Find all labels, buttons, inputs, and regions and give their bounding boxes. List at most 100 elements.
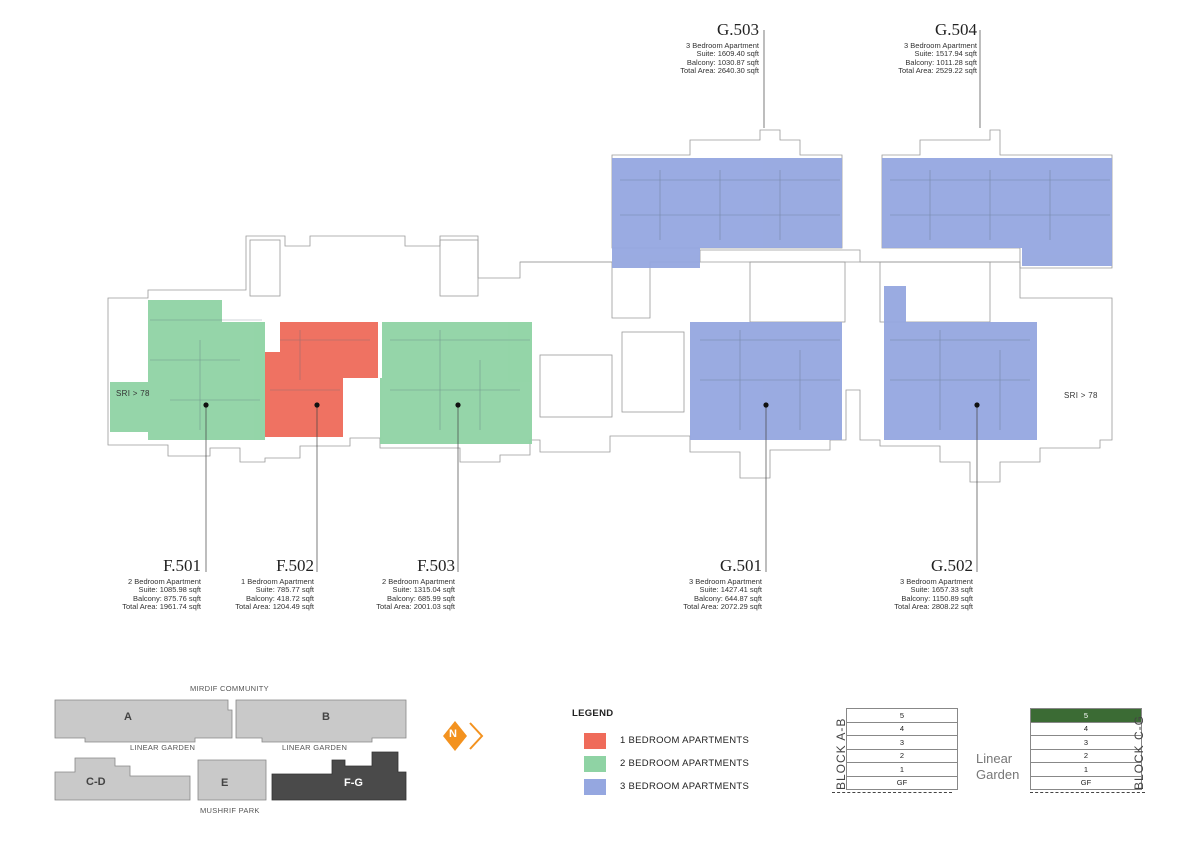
interior-walls xyxy=(150,170,1110,430)
linear-garden-line1: Linear xyxy=(976,751,1013,766)
unit-code: F.502 xyxy=(276,556,314,575)
unit-suite: Suite: 1517.94 sqft xyxy=(914,49,977,59)
floor-cell: GF xyxy=(846,775,958,790)
site-block-a xyxy=(54,699,233,743)
legend-swatch xyxy=(584,755,606,772)
floor-cell: 5 xyxy=(846,708,958,723)
unit-label-f503: F.503 2 Bedroom Apartment Suite: 1315.04… xyxy=(353,556,455,612)
unit-label-g502: G.502 3 Bedroom Apartment Suite: 1657.33… xyxy=(870,556,973,612)
legend-swatch xyxy=(584,732,606,749)
unit-label-g501: G.501 3 Bedroom Apartment Suite: 1427.41… xyxy=(660,556,762,612)
site-label-bottom: MUSHRIF PARK xyxy=(200,806,260,815)
sri-label-right: SRI > 78 xyxy=(1064,391,1098,400)
compass-letter: N xyxy=(449,728,457,740)
marker-g502 xyxy=(974,402,980,408)
unit-code: F.503 xyxy=(417,556,455,575)
legend-label: 2 BEDROOM APARTMENTS xyxy=(620,758,750,769)
unit-code: F.501 xyxy=(163,556,201,575)
floor-cell: GF xyxy=(1030,775,1142,790)
floor-cell: 4 xyxy=(846,721,958,736)
legend: LEGEND 1 BEDROOM APARTMENTS 2 BEDROOM AP… xyxy=(572,708,749,798)
zone-f502 xyxy=(265,322,378,437)
unit-label-f501: F.501 2 Bedroom Apartment Suite: 1085.98… xyxy=(101,556,201,612)
floor-cell: 1 xyxy=(846,762,958,777)
linear-garden-line2: Garden xyxy=(976,767,1020,783)
floor-cell: 2 xyxy=(846,748,958,763)
north-compass: N xyxy=(442,720,486,757)
floor-cell: 2 xyxy=(1030,748,1142,763)
block-b-label: B xyxy=(322,711,330,723)
unit-type: 3 Bedroom Apartment xyxy=(686,40,759,50)
unit-balcony: Balcony: 685.99 sqft xyxy=(387,593,455,603)
leader-lines xyxy=(205,30,981,572)
unit-suite: Suite: 1609.40 sqft xyxy=(696,49,759,59)
site-block-b xyxy=(235,699,407,743)
site-label-mid-right: LINEAR GARDEN xyxy=(282,743,348,752)
unit-total: Total Area: 2529.22 sqft xyxy=(898,66,977,76)
linear-garden-label: Linear Garden xyxy=(976,751,1019,784)
unit-balcony: Balcony: 418.72 sqft xyxy=(246,593,314,603)
site-block-e xyxy=(197,759,267,801)
unit-suite: Suite: 1315.04 sqft xyxy=(392,585,455,595)
site-block-fg xyxy=(271,751,407,801)
sri-label-left: SRI > 78 xyxy=(116,389,150,398)
unit-type: 3 Bedroom Apartment xyxy=(900,576,973,586)
zone-g504 xyxy=(882,158,1112,266)
marker-f501 xyxy=(203,402,209,408)
legend-item-3bed: 3 BEDROOM APARTMENTS xyxy=(572,775,749,798)
site-label-top: MIRDIF COMMUNITY xyxy=(190,684,269,693)
unit-type: 3 Bedroom Apartment xyxy=(689,576,762,586)
floor-stack-cg: 5 4 3 2 1 GF xyxy=(1030,708,1142,790)
unit-code: G.504 xyxy=(934,20,977,39)
unit-type: 2 Bedroom Apartment xyxy=(128,576,201,586)
marker-f503 xyxy=(455,402,461,408)
legend-swatch xyxy=(584,778,606,795)
block-a-label: A xyxy=(124,711,132,723)
unit-markers xyxy=(203,402,980,408)
unit-suite: Suite: 1085.98 sqft xyxy=(138,585,201,595)
marker-f502 xyxy=(314,402,320,408)
floor-cell-highlighted: 5 xyxy=(1030,708,1142,723)
unit-total: Total Area: 2001.03 sqft xyxy=(376,602,455,612)
unit-label-g503: G.503 3 Bedroom Apartment Suite: 1609.40… xyxy=(658,20,759,76)
zone-f501 xyxy=(110,300,265,440)
unit-balcony: Balcony: 875.76 sqft xyxy=(133,593,201,603)
legend-title: LEGEND xyxy=(572,708,614,719)
legend-label: 1 BEDROOM APARTMENTS xyxy=(620,735,750,746)
site-block-cd xyxy=(54,757,191,801)
unit-total: Total Area: 1204.49 sqft xyxy=(235,602,314,612)
unit-suite: Suite: 1427.41 sqft xyxy=(699,585,762,595)
legend-label: 3 BEDROOM APARTMENTS xyxy=(620,781,750,792)
site-label-mid-left: LINEAR GARDEN xyxy=(130,743,196,752)
legend-item-1bed: 1 BEDROOM APARTMENTS xyxy=(572,729,749,752)
unit-zones xyxy=(110,158,1112,444)
unit-total: Total Area: 2640.30 sqft xyxy=(680,66,759,76)
ground-line-right xyxy=(1030,792,1145,793)
unit-balcony: Balcony: 1011.28 sqft xyxy=(905,57,977,67)
block-cg-label: BLOCK C-G xyxy=(1132,714,1146,790)
unit-type: 1 Bedroom Apartment xyxy=(241,576,314,586)
ground-line-left xyxy=(832,792,952,793)
unit-suite: Suite: 785.77 sqft xyxy=(255,585,314,595)
unit-total: Total Area: 2072.29 sqft xyxy=(683,602,762,612)
unit-balcony: Balcony: 1150.89 sqft xyxy=(901,593,973,603)
building-outline xyxy=(107,129,1113,483)
zone-g501 xyxy=(690,322,842,440)
unit-code: G.503 xyxy=(716,20,759,39)
floor-cell: 4 xyxy=(1030,721,1142,736)
floor-cell: 3 xyxy=(846,735,958,750)
unit-balcony: Balcony: 1030.87 sqft xyxy=(686,57,759,67)
block-cd-label: C-D xyxy=(86,776,106,788)
unit-total: Total Area: 1961.74 sqft xyxy=(122,602,201,612)
floor-cell: 3 xyxy=(1030,735,1142,750)
unit-code: G.502 xyxy=(930,556,973,575)
block-e-label: E xyxy=(221,777,229,789)
zone-g502 xyxy=(884,286,1037,440)
unit-type: 2 Bedroom Apartment xyxy=(382,576,455,586)
zone-f503 xyxy=(380,322,532,444)
unit-total: Total Area: 2808.22 sqft xyxy=(894,602,973,612)
legend-item-2bed: 2 BEDROOM APARTMENTS xyxy=(572,752,749,775)
unit-type: 3 Bedroom Apartment xyxy=(904,40,977,50)
unit-label-g504: G.504 3 Bedroom Apartment Suite: 1517.94… xyxy=(876,20,977,76)
